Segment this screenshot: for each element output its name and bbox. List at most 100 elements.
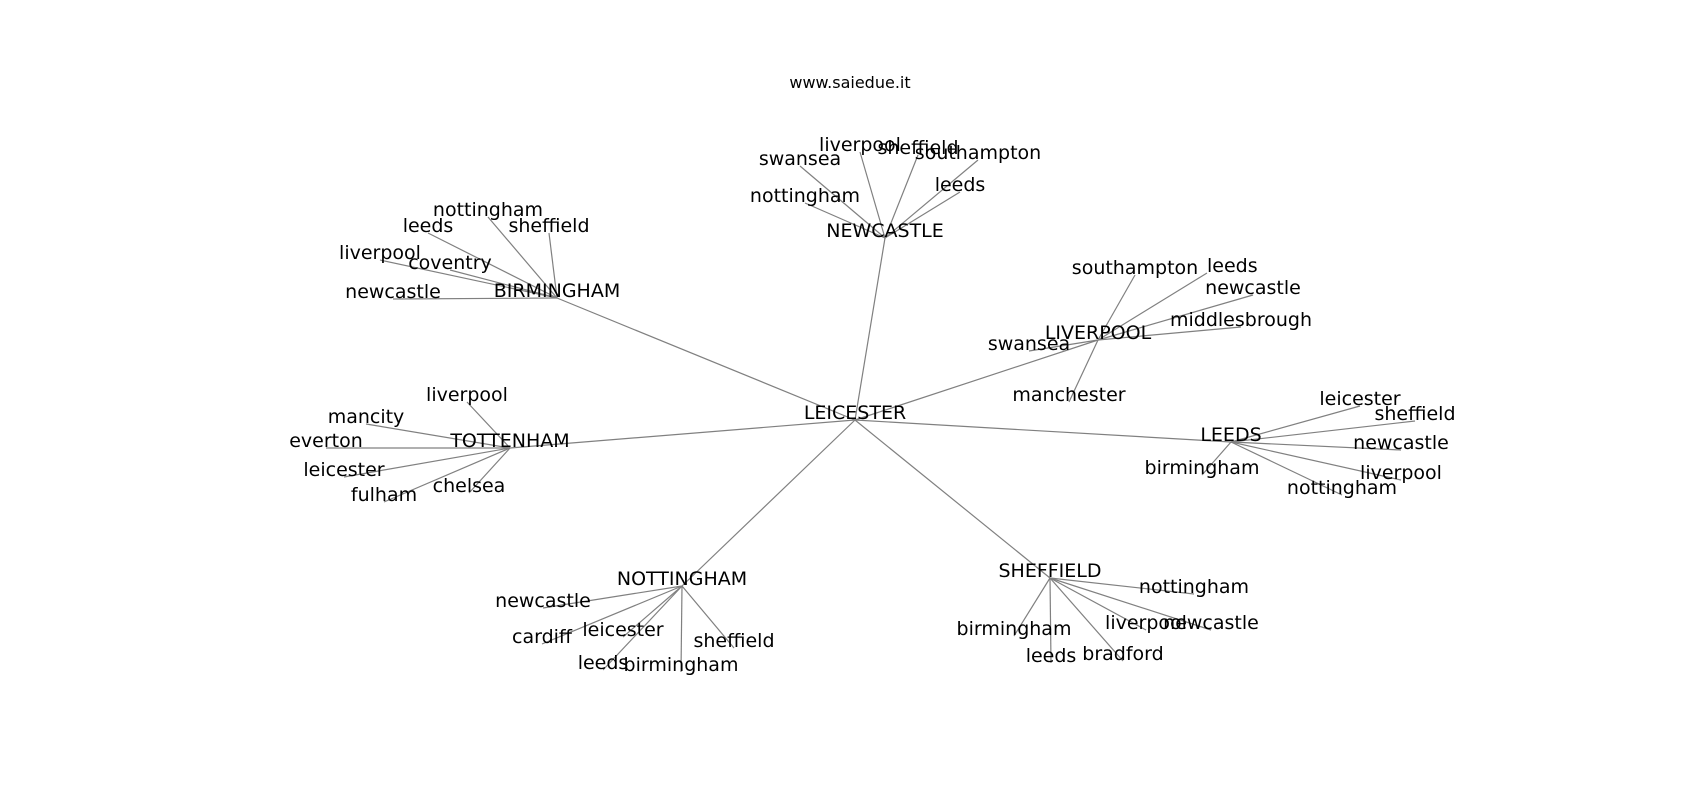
node-leaf-sheffield-newcastle: newcastle	[1163, 612, 1259, 634]
node-labels: LEICESTERNEWCASTLEswansealiverpoolsheffi…	[289, 134, 1455, 676]
node-leaf-tottenham-chelsea: chelsea	[433, 475, 506, 497]
edge-sheffield-liverpool	[1049, 577, 1147, 631]
node-hub-nottingham: NOTTINGHAM	[617, 568, 747, 590]
node-leaf-sheffield-birmingham: birmingham	[957, 618, 1072, 640]
edge-leeds-birmingham	[1201, 441, 1232, 476]
edge-sheffield-bradford	[1049, 577, 1124, 662]
edge-sheffield-birmingham	[1013, 577, 1051, 637]
edge-liverpool-leeds	[1097, 272, 1208, 341]
edge-center-nottingham	[681, 419, 856, 587]
edge-tottenham-mancity	[365, 423, 511, 449]
node-center-leicester: LEICESTER	[804, 402, 906, 424]
edge-birmingham-leeds	[427, 232, 558, 299]
node-leaf-newcastle-leeds: leeds	[935, 174, 986, 196]
node-leaf-liverpool-newcastle: newcastle	[1205, 277, 1301, 299]
edge-tottenham-chelsea	[468, 447, 511, 494]
edge-tottenham-leicester	[343, 447, 511, 478]
edge-nottingham-leicester	[622, 585, 683, 638]
node-leaf-nottingham-leicester: leicester	[582, 619, 663, 641]
node-hub-newcastle: NEWCASTLE	[826, 220, 944, 242]
node-leaf-tottenham-liverpool: liverpool	[426, 384, 508, 406]
node-leaf-birmingham-liverpool: liverpool	[339, 242, 421, 264]
node-leaf-sheffield-nottingham: nottingham	[1139, 576, 1249, 598]
node-leaf-newcastle-sheffield: sheffield	[877, 137, 958, 159]
node-leaf-leeds-newcastle: newcastle	[1353, 432, 1449, 454]
node-leaf-liverpool-swansea: swansea	[988, 333, 1070, 355]
edge-liverpool-swansea	[1028, 339, 1099, 352]
edge-newcastle-southampton	[884, 159, 979, 239]
node-hub-birmingham: BIRMINGHAM	[494, 280, 620, 302]
node-leaf-newcastle-liverpool: liverpool	[819, 134, 901, 156]
node-leaf-liverpool-southampton: southampton	[1072, 257, 1198, 279]
edge-sheffield-nottingham	[1049, 577, 1195, 595]
edge-center-liverpool	[854, 339, 1099, 421]
edge-liverpool-middlesbrough	[1097, 326, 1242, 341]
node-leaf-leeds-leicester: leicester	[1319, 388, 1400, 410]
edge-birmingham-sheffield	[548, 232, 558, 299]
edge-center-leeds	[854, 419, 1232, 443]
node-leaf-tottenham-everton: everton	[289, 430, 363, 452]
site-watermark: www.saiedue.it	[789, 73, 910, 92]
edge-liverpool-newcastle	[1097, 294, 1254, 341]
node-leaf-leeds-liverpool: liverpool	[1360, 462, 1442, 484]
node-leaf-tottenham-leicester: leicester	[303, 459, 384, 481]
edge-center-birmingham	[556, 297, 856, 421]
edge-birmingham-coventry	[449, 269, 558, 299]
node-leaf-tottenham-fulham: fulham	[351, 484, 417, 506]
edge-nottingham-leeds	[602, 585, 683, 671]
node-leaf-birmingham-leeds: leeds	[403, 215, 454, 237]
edge-center-tottenham	[509, 419, 856, 449]
node-hub-liverpool: LIVERPOOL	[1045, 322, 1152, 344]
edge-leeds-liverpool	[1230, 441, 1402, 481]
edge-newcastle-sheffield	[884, 154, 919, 239]
edge-sheffield-leeds	[1049, 577, 1052, 664]
edge-nottingham-newcastle	[542, 585, 683, 609]
edge-center-sheffield	[854, 419, 1051, 579]
edge-leeds-newcastle	[1230, 441, 1402, 451]
edge-liverpool-southampton	[1097, 274, 1136, 341]
edge-leeds-nottingham	[1230, 441, 1343, 496]
node-hub-leeds: LEEDS	[1200, 424, 1261, 446]
edge-nottingham-sheffield	[681, 585, 735, 649]
edge-newcastle-swansea	[799, 165, 886, 239]
node-hub-sheffield: SHEFFIELD	[998, 560, 1101, 582]
node-leaf-leeds-nottingham: nottingham	[1287, 477, 1397, 499]
edge-birmingham-liverpool	[379, 259, 558, 299]
node-leaf-newcastle-nottingham: nottingham	[750, 185, 860, 207]
edge-newcastle-leeds	[884, 191, 961, 239]
node-leaf-nottingham-sheffield: sheffield	[693, 630, 774, 652]
edge-newcastle-liverpool	[859, 151, 886, 239]
node-leaf-leeds-birmingham: birmingham	[1145, 457, 1260, 479]
node-hub-tottenham: TOTTENHAM	[449, 430, 569, 452]
node-leaf-sheffield-bradford: bradford	[1082, 643, 1163, 665]
node-leaf-leeds-sheffield: sheffield	[1374, 403, 1455, 425]
node-leaf-birmingham-nottingham: nottingham	[433, 199, 543, 221]
node-leaf-birmingham-coventry: coventry	[408, 252, 492, 274]
node-leaf-nottingham-birmingham: birmingham	[624, 654, 739, 676]
edge-leeds-sheffield	[1230, 420, 1416, 443]
node-leaf-sheffield-leeds: leeds	[1026, 645, 1077, 667]
edge-leeds-leicester	[1230, 405, 1361, 443]
node-leaf-nottingham-newcastle: newcastle	[495, 590, 591, 612]
node-leaf-liverpool-manchester: manchester	[1012, 384, 1125, 406]
edges	[326, 151, 1416, 673]
edge-liverpool-manchester	[1068, 339, 1099, 403]
node-leaf-newcastle-swansea: swansea	[759, 148, 841, 170]
edge-newcastle-nottingham	[804, 202, 886, 239]
edge-tottenham-fulham	[383, 447, 511, 503]
node-leaf-newcastle-southampton: southampton	[915, 142, 1041, 164]
node-leaf-nottingham-leeds: leeds	[578, 652, 629, 674]
edge-nottingham-cardiff	[541, 585, 683, 645]
edge-tottenham-liverpool	[466, 401, 511, 449]
edge-nottingham-birmingham	[680, 585, 683, 673]
node-leaf-birmingham-newcastle: newcastle	[345, 281, 441, 303]
edge-birmingham-newcastle	[392, 297, 558, 300]
node-leaf-tottenham-mancity: mancity	[328, 406, 405, 428]
node-leaf-liverpool-middlesbrough: middlesbrough	[1170, 309, 1312, 331]
edge-center-newcastle	[854, 237, 886, 421]
node-leaf-birmingham-sheffield: sheffield	[508, 215, 589, 237]
edge-sheffield-newcastle	[1049, 577, 1212, 631]
node-leaf-sheffield-liverpool: liverpool	[1105, 612, 1187, 634]
node-leaf-nottingham-cardiff: cardiff	[512, 626, 573, 648]
